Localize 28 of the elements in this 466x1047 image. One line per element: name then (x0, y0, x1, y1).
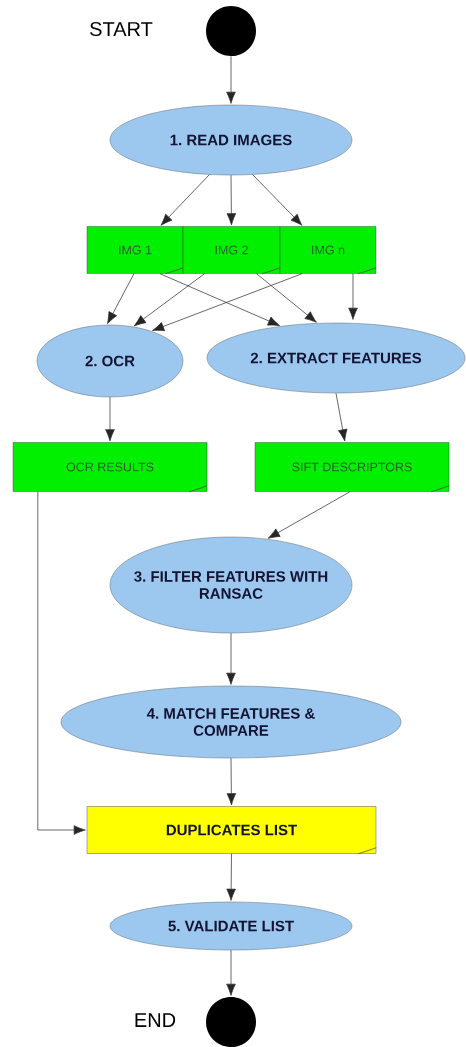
arrow (37, 491, 86, 835)
arrow (226, 853, 236, 901)
arrow (160, 174, 210, 226)
arrow (256, 273, 317, 323)
terminal-label: END (135, 1013, 176, 1027)
filled-circle (206, 997, 256, 1047)
arrow (226, 55, 236, 104)
note-box: IMG 1 (86, 226, 184, 274)
note-box: IMG 2 (182, 226, 281, 274)
filled-circle (206, 6, 256, 56)
arrow (226, 174, 237, 226)
arrow (133, 273, 205, 327)
arrow (252, 174, 303, 226)
arrow (107, 273, 135, 324)
arrow (226, 632, 236, 685)
terminal-label: START (90, 21, 153, 37)
note-box: OCR RESULTS (12, 442, 208, 492)
note-box: DUPLICATES LIST (86, 806, 377, 854)
arrow (335, 392, 348, 442)
note-box: IMG n (279, 226, 377, 274)
arrow (105, 396, 115, 442)
arrow (348, 273, 358, 320)
arrow (267, 491, 351, 539)
arrow (152, 273, 303, 332)
arrow (226, 949, 236, 996)
note-box: SIFT DESCRIPTORS (254, 442, 450, 492)
arrow (159, 273, 280, 326)
arrow (226, 757, 237, 806)
